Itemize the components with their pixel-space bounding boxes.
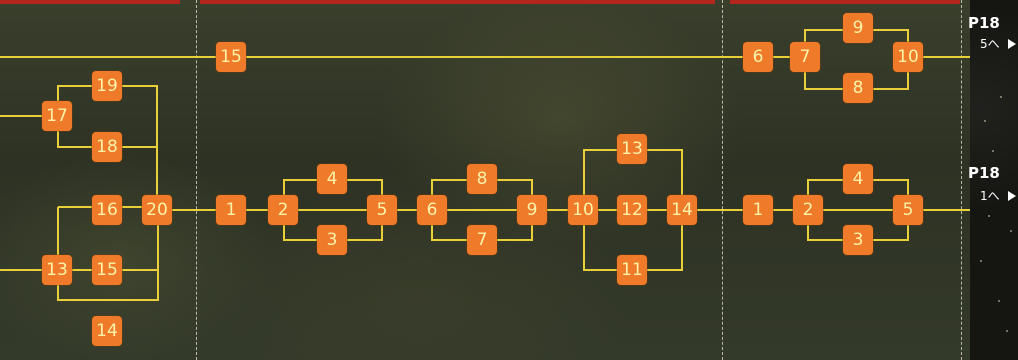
node-17[interactable]: 17 [42, 101, 72, 131]
node-3-right[interactable]: 3 [843, 225, 873, 255]
node-15[interactable]: 15 [92, 255, 122, 285]
page-ref-1-target[interactable]: 5へ [980, 37, 1000, 51]
node-18[interactable]: 18 [92, 132, 122, 162]
node-3[interactable]: 3 [317, 225, 347, 255]
node-4-right[interactable]: 4 [843, 164, 873, 194]
node-6-right[interactable]: 6 [743, 42, 773, 72]
node-9-right[interactable]: 9 [843, 13, 873, 43]
node-10-right[interactable]: 10 [893, 42, 923, 72]
node-13-mid[interactable]: 13 [617, 134, 647, 164]
node-8[interactable]: 8 [467, 164, 497, 194]
node-9[interactable]: 9 [517, 195, 547, 225]
node-7-right[interactable]: 7 [790, 42, 820, 72]
node-8-right[interactable]: 8 [843, 73, 873, 103]
node-20[interactable]: 20 [142, 195, 172, 225]
node-11[interactable]: 11 [617, 255, 647, 285]
node-10[interactable]: 10 [568, 195, 598, 225]
node-12[interactable]: 12 [617, 195, 647, 225]
node-6[interactable]: 6 [417, 195, 447, 225]
node-5[interactable]: 5 [367, 195, 397, 225]
node-4[interactable]: 4 [317, 164, 347, 194]
node-14-mid[interactable]: 14 [667, 195, 697, 225]
node-15-top[interactable]: 15 [216, 42, 246, 72]
node-16[interactable]: 16 [92, 195, 122, 225]
node-13[interactable]: 13 [42, 255, 72, 285]
node-1-right[interactable]: 1 [743, 195, 773, 225]
page-ref-2-page: P18 [968, 165, 1000, 181]
node-7[interactable]: 7 [467, 225, 497, 255]
node-1[interactable]: 1 [216, 195, 246, 225]
node-5-right[interactable]: 5 [893, 195, 923, 225]
node-14[interactable]: 14 [92, 316, 122, 346]
page-ref-2-target[interactable]: 1へ [980, 189, 1000, 203]
node-2[interactable]: 2 [268, 195, 298, 225]
arrow-right-icon[interactable] [1008, 191, 1016, 201]
page-ref-1-page: P18 [968, 15, 1000, 31]
node-19[interactable]: 19 [92, 71, 122, 101]
node-2-right[interactable]: 2 [793, 195, 823, 225]
arrow-right-icon[interactable] [1008, 39, 1016, 49]
